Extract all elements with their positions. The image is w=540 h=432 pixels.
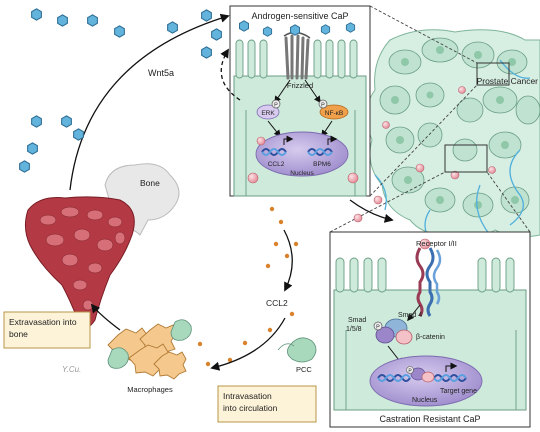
ccl2-circulating-label: CCL2 [266, 298, 288, 308]
wnt5a-pathway: Wnt5a [19, 8, 241, 191]
bone-label: Bone [140, 178, 160, 188]
smad158-protein [375, 326, 395, 344]
wnt5a-icon [167, 21, 178, 34]
wnt5a-icon [31, 115, 42, 128]
wnt5a-icon [31, 8, 42, 21]
nfkb-protein [319, 104, 349, 120]
target-gene-label: Target gene [440, 388, 477, 395]
erk-phospho-icon [271, 99, 281, 109]
wnt5a-icon [57, 14, 68, 27]
smad-phospho-icon [373, 321, 383, 331]
wnt5a-icon [320, 24, 331, 35]
nucleus-bottom-label: Nucleus [412, 397, 438, 404]
wnt5a-icon [345, 22, 356, 33]
wnt5a-icon [61, 115, 72, 128]
nfkb-label: NF-κB [325, 110, 343, 117]
wnt5a-bound-icon [290, 24, 300, 36]
wnt5a-icon [19, 160, 30, 173]
wnt5a-label: Wnt5a [148, 68, 174, 78]
prostate-tissue: Prostate Cancer [366, 29, 540, 241]
ccl2-gene-label: CCL2 [268, 161, 285, 168]
receptor-label: Receptor I/II [416, 239, 457, 248]
macrophages-label: Macrophages [127, 385, 173, 394]
zoom-connectors [329, 5, 531, 233]
androgen-sensitive-panel: Frizzled ERK P NF-κB P CCL2 BPM6 Nucleus [229, 5, 371, 197]
beta-catenin-label: β-catenin [416, 334, 445, 341]
frizzled-receptor [283, 24, 311, 80]
nucleus-top [255, 131, 349, 177]
beta-catenin-protein [395, 329, 413, 345]
wnt5a-icon [239, 20, 249, 32]
nfkb-phospho-icon [318, 99, 328, 109]
prostate-cancer-label: Prostate Cancer [477, 76, 539, 86]
smad-phospho-label: P [376, 325, 380, 331]
nfkb-phospho-label: P [321, 103, 325, 109]
ccl2-circulation: CCL2 [90, 195, 394, 371]
erk-label: ERK [261, 110, 275, 117]
wnt5a-icon [201, 46, 212, 59]
receptor-i-ii [415, 238, 442, 317]
wnt5a-icon [27, 142, 38, 155]
erk-phospho-label: P [274, 103, 278, 109]
bottom-panel-title: Castration Resistant CaP [379, 414, 480, 424]
wnt5a-icon [262, 26, 273, 37]
bpm6-gene-label: BPM6 [313, 161, 331, 168]
wnt5a-icon [114, 25, 125, 38]
frizzled-label: Frizzled [287, 81, 313, 90]
wnt5a-icon [73, 128, 84, 141]
nucleus-top-label: Nucleus [290, 170, 314, 177]
top-panel-title: Androgen-sensitive CaP [251, 11, 348, 21]
pcc-label: PCC [296, 365, 312, 374]
wnt5a-icon [87, 14, 98, 27]
pcc-cell: PCC [277, 337, 317, 374]
bone-illustration: Bone [24, 163, 180, 328]
artist-signature: Y.Cu. [62, 365, 81, 374]
wnt5a-icon [211, 28, 222, 41]
macrophages-cluster: Macrophages [107, 319, 192, 394]
nuclear-phospho-label: P [408, 368, 412, 374]
erk-protein [256, 104, 280, 120]
wnt5a-icon [201, 9, 212, 22]
smad4-label: Smad 4 [398, 312, 422, 319]
